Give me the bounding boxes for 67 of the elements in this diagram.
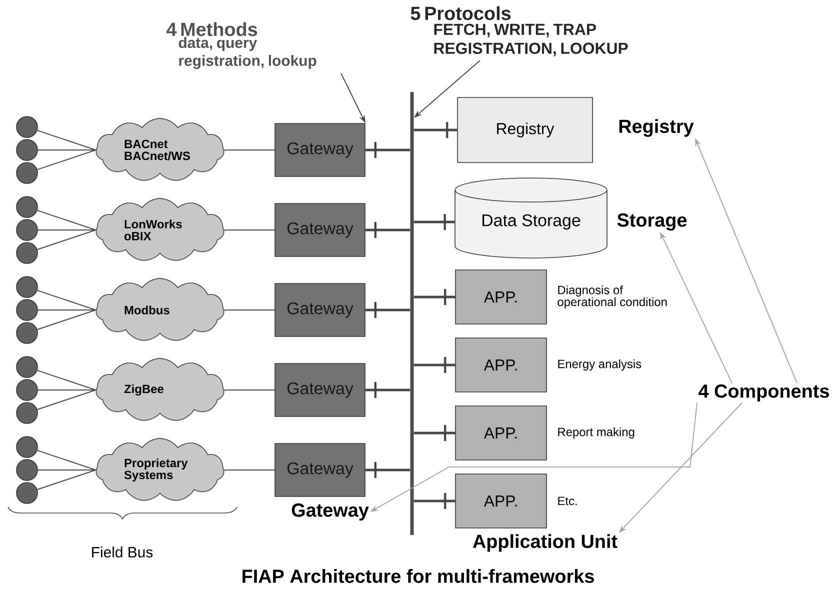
connector: [36, 390, 96, 410]
connector: [36, 370, 96, 390]
app-description: Diagnosis of operational condition: [558, 285, 667, 309]
connector: [36, 450, 96, 470]
connector: [414, 296, 456, 298]
gateway-box: Gateway: [274, 283, 366, 337]
field-device: [16, 116, 38, 138]
connector: [36, 130, 96, 150]
app-box: APP.: [455, 406, 547, 460]
connector: [365, 308, 410, 312]
connector: [36, 230, 96, 250]
connector: [36, 150, 96, 170]
app-box: APP.: [455, 270, 547, 324]
network-cloud: LonWorks oBIX: [96, 198, 224, 261]
network-cloud: Modbus: [96, 278, 224, 341]
connector: [36, 210, 96, 230]
app-description: Report making: [558, 427, 634, 439]
app-description: Etc.: [558, 496, 577, 506]
field-device: [16, 242, 38, 264]
connector: [365, 228, 410, 232]
component-label: Application Unit: [472, 534, 618, 552]
field-device: [16, 196, 38, 218]
field-device: [16, 322, 38, 344]
network-cloud: BACnet BACnet/WS: [96, 118, 224, 181]
connector: [414, 500, 456, 502]
connector: [36, 290, 96, 310]
caption: FIAP Architecture for multi-frameworks: [242, 569, 594, 583]
connector: [414, 220, 455, 224]
network-cloud: ZigBee: [96, 358, 224, 421]
component-label: Registry: [619, 119, 694, 137]
gateway-box: Gateway: [274, 443, 366, 497]
field-device: [16, 459, 38, 481]
app-description: Energy analysis: [558, 359, 642, 371]
connector: [414, 432, 456, 434]
connector: [365, 148, 410, 152]
field-device: [16, 402, 38, 424]
field-device: [16, 379, 38, 401]
field-device: [16, 139, 38, 161]
field-device: [16, 276, 38, 298]
connector: [36, 310, 96, 330]
method-list: data, query registration, lookup: [178, 37, 316, 69]
field-device: [16, 356, 38, 378]
field-device: [16, 162, 38, 184]
field-device: [16, 219, 38, 241]
connector: [36, 470, 96, 490]
component-label: Storage: [617, 213, 687, 231]
label: Field Bus: [92, 546, 153, 558]
storage-cylinder: Data Storage: [454, 178, 608, 258]
field-device: [16, 299, 38, 321]
gateway-box: Gateway: [274, 123, 366, 177]
component-label: Gateway: [292, 503, 369, 521]
connector: [414, 128, 458, 132]
heading: 5 Protocols: [410, 6, 511, 20]
network-cloud: Proprietary Systems: [96, 438, 224, 501]
registry-box: Registry: [457, 97, 593, 163]
gateway-box: Gateway: [274, 363, 366, 417]
app-box: APP.: [455, 474, 547, 528]
connector: [365, 388, 410, 392]
field-device: [16, 436, 38, 458]
field-device: [16, 482, 38, 504]
heading: 4 Methods: [166, 22, 258, 36]
app-box: APP.: [455, 338, 547, 392]
connector: [414, 364, 456, 366]
component-label: 4 Components: [698, 384, 829, 402]
connector: [365, 468, 410, 472]
gateway-box: Gateway: [274, 203, 366, 257]
protocol-list: FETCH, WRITE, TRAP REGISTRATION, LOOKUP: [434, 24, 628, 56]
